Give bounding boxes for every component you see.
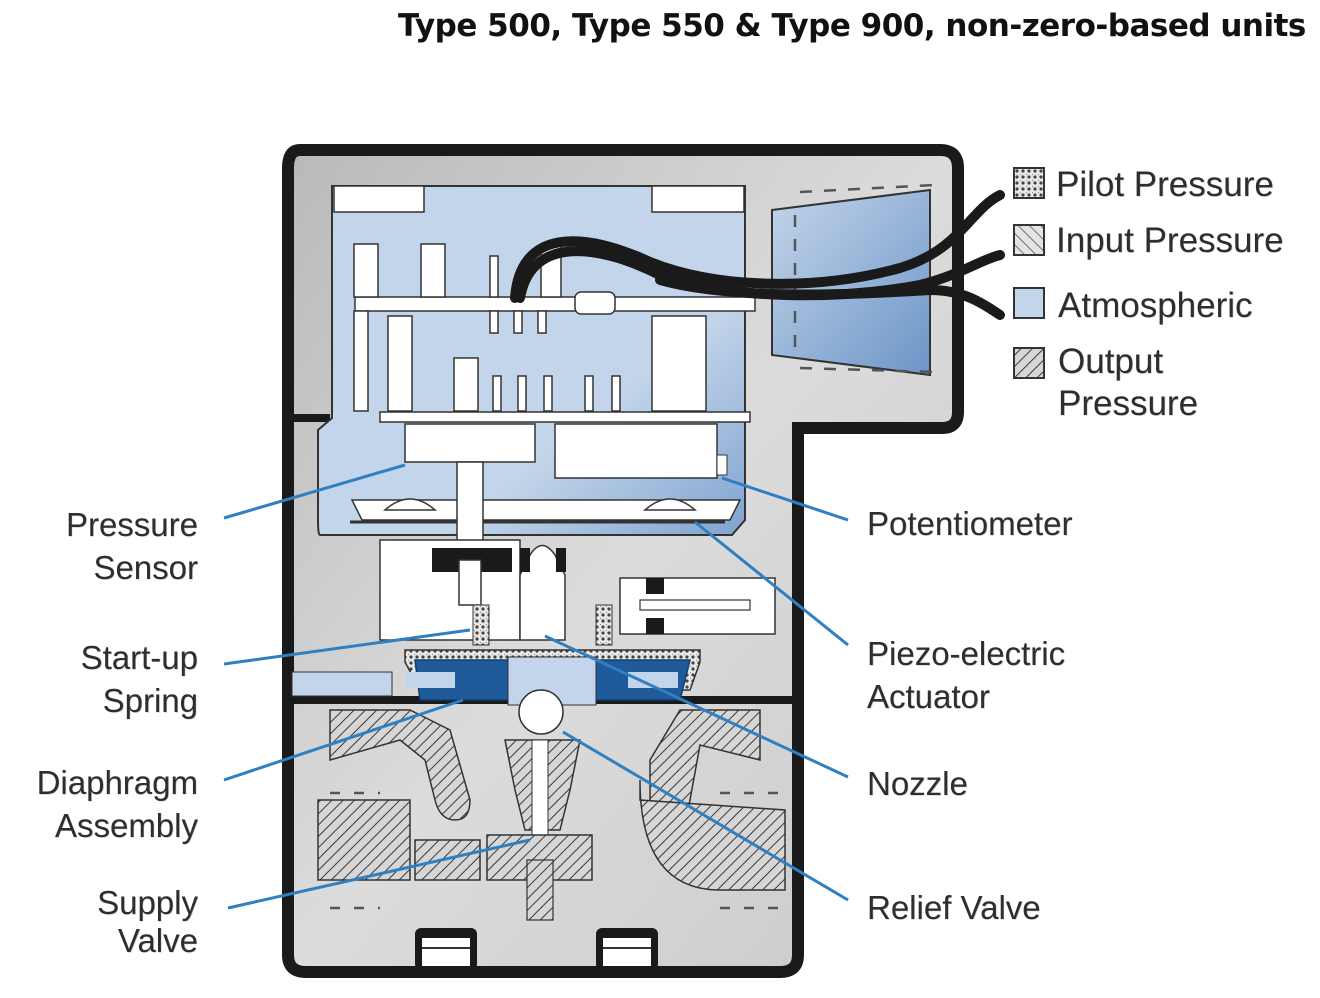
- legend-item-atmospheric: Atmospheric: [1058, 286, 1253, 325]
- leader-relief-valve: [562, 730, 849, 902]
- leader-potentiometer: [721, 476, 849, 522]
- page-title: Type 500, Type 550 & Type 900, non-zero-…: [398, 8, 1306, 44]
- supply-valve-part: [526, 859, 554, 921]
- label-supply-valve: Supply Valve: [97, 884, 198, 959]
- leader-supply-valve: [227, 838, 531, 910]
- legend-swatch-atmospheric: [1013, 287, 1045, 319]
- potentiometer-part: [554, 423, 718, 479]
- pressure-sensor-part: [404, 423, 536, 463]
- leader-piezo-actuator: [694, 520, 849, 647]
- legend-item-pilot-pressure: Pilot Pressure: [1056, 165, 1274, 204]
- leader-lines: [223, 463, 849, 910]
- label-diaphragm-assembly: Diaphragm Assembly: [36, 764, 198, 844]
- cables: [510, 190, 1005, 320]
- label-piezo-electric-actuator: Piezo-electric Actuator: [867, 635, 1066, 715]
- legend-swatch-output: [1013, 347, 1045, 379]
- leader-pressure-sensor: [223, 463, 406, 520]
- label-relief-valve: Relief Valve: [867, 889, 1041, 926]
- leader-diaphragm-assembly: [223, 698, 464, 782]
- label-pressure-sensor: Pressure Sensor: [65, 506, 198, 586]
- label-potentiometer: Potentiometer: [867, 505, 1073, 542]
- legend-swatches: [1013, 167, 1045, 379]
- start-up-spring-part: [472, 604, 490, 646]
- relief-valve-ball: [518, 689, 564, 735]
- legend-item-input-pressure: Input Pressure: [1056, 221, 1284, 260]
- legend-item-output-pressure: Output Pressure: [1058, 342, 1199, 423]
- legend-swatch-input: [1013, 224, 1045, 256]
- label-nozzle: Nozzle: [867, 765, 968, 802]
- leader-start-up-spring: [223, 628, 471, 666]
- output-body: [317, 709, 786, 970]
- leader-nozzle: [544, 634, 849, 779]
- electronics-compartment: [317, 185, 756, 603]
- label-start-up-spring: Start-up Spring: [80, 639, 198, 719]
- legend-swatch-pilot: [1013, 167, 1045, 199]
